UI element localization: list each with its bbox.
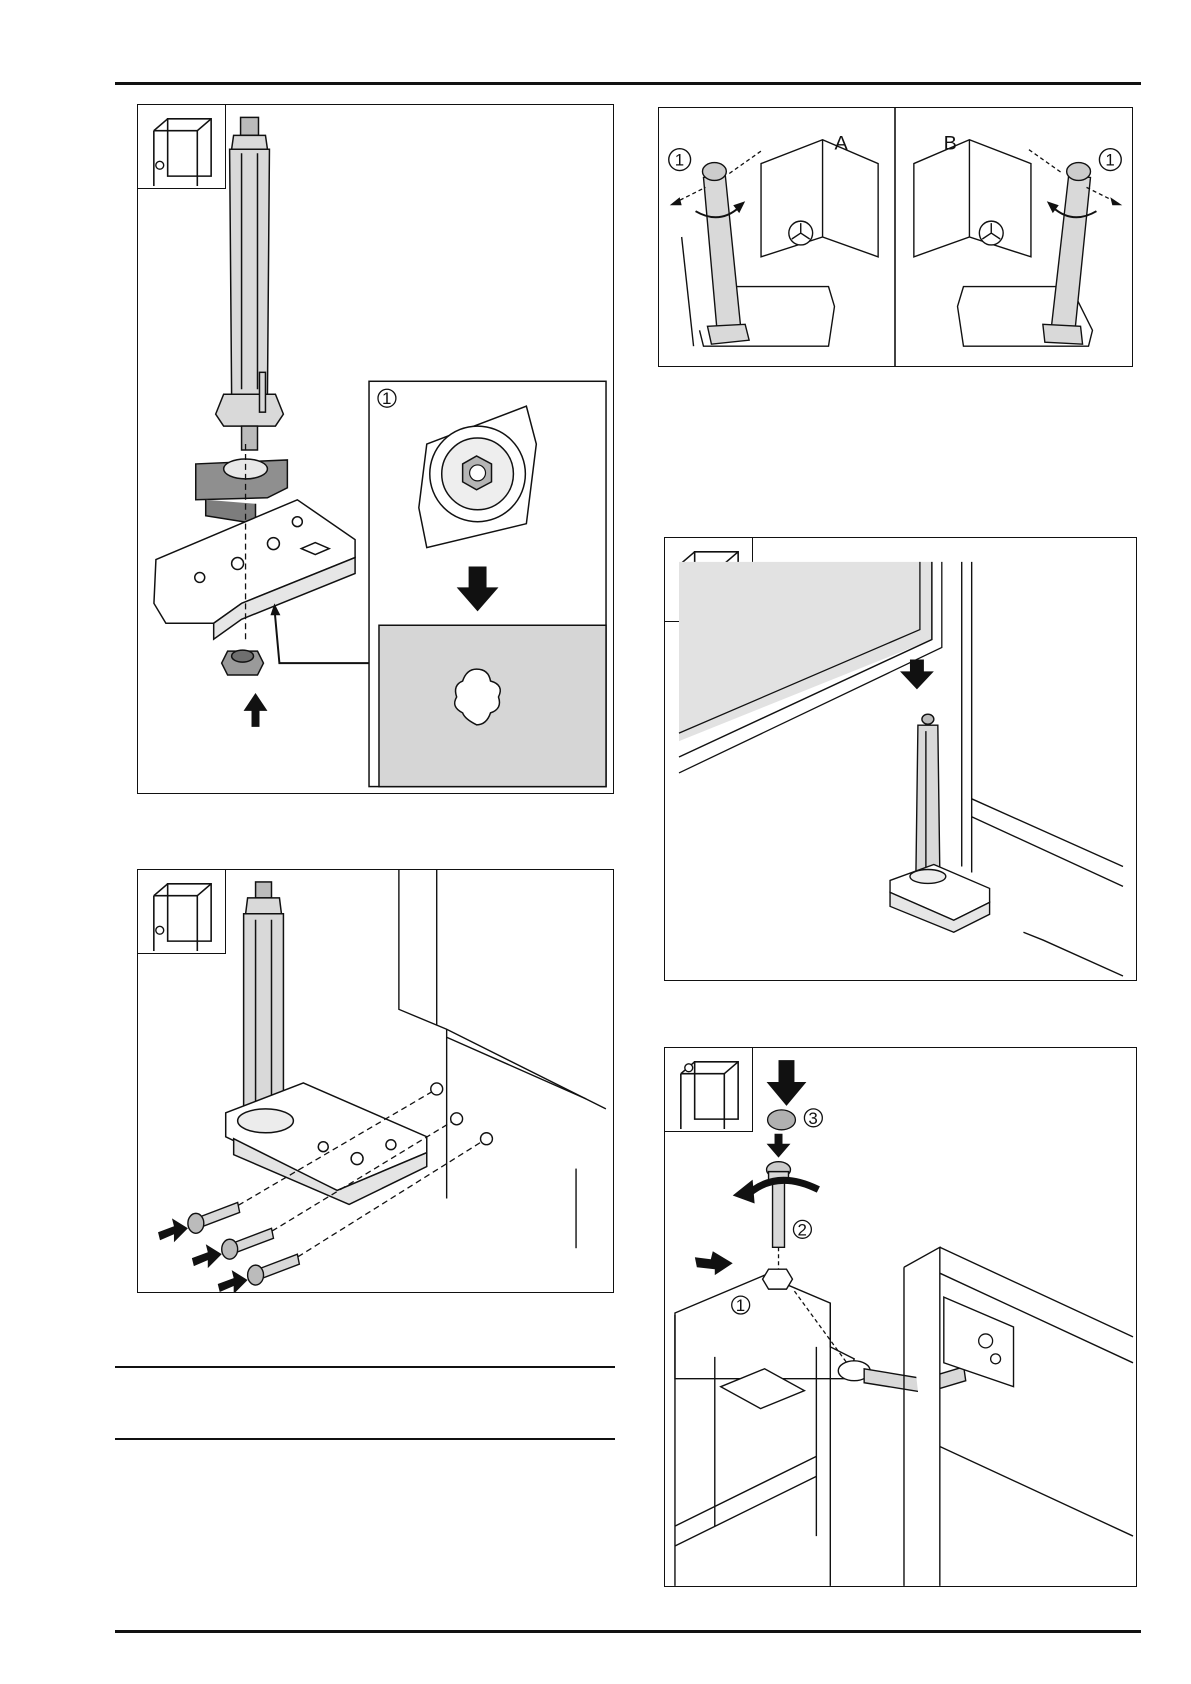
svg-text:2: 2	[797, 1220, 806, 1239]
figure-bearing-pin-screws	[137, 869, 614, 1293]
bearing-pin-drawing: 1	[138, 105, 613, 793]
svg-text:3: 3	[808, 1109, 817, 1128]
note-rule-bottom	[115, 1438, 615, 1440]
hinge-cap-drawing: 3 2 1	[665, 1048, 1136, 1586]
figure-pin-orientation-variants: 1 A 1 B	[658, 107, 1133, 367]
svg-text:1: 1	[736, 1296, 745, 1315]
screw-mounting-drawing	[138, 870, 613, 1292]
up-arrow-icon	[244, 693, 268, 727]
door-drawing	[665, 538, 1136, 980]
svg-text:B: B	[944, 133, 957, 155]
svg-text:A: A	[834, 133, 848, 155]
figure-bearing-pin-assembly: 1	[137, 104, 614, 794]
figure-door-onto-pin	[664, 537, 1137, 981]
top-rule	[115, 82, 1141, 85]
down-arrow-icon	[900, 659, 934, 689]
bottom-rule	[115, 1630, 1141, 1633]
orientation-drawing: 1 A 1 B	[659, 108, 1132, 366]
down-arrow-icon	[767, 1134, 791, 1158]
svg-text:1: 1	[1105, 151, 1114, 170]
svg-text:1: 1	[675, 151, 684, 170]
svg-text:1: 1	[382, 389, 391, 408]
down-arrow-icon	[767, 1060, 807, 1106]
note-rule-top	[115, 1366, 615, 1368]
rotate-arrow-icon	[733, 1180, 755, 1204]
figure-hinge-cover-cap: 3 2 1	[664, 1047, 1137, 1587]
